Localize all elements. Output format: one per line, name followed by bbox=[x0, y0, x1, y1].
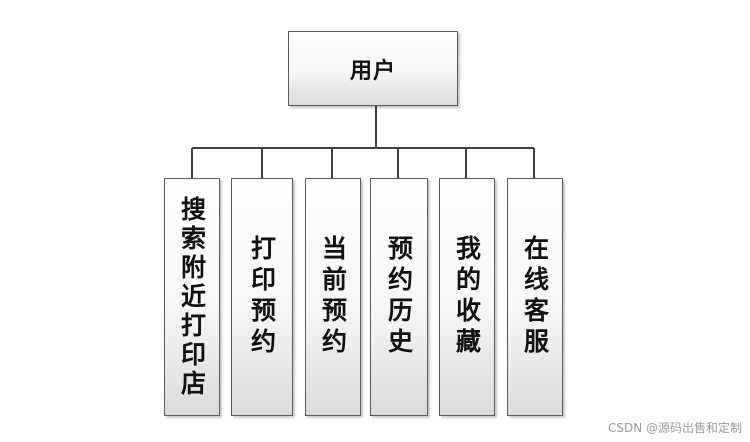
child-node-current-reservation: 当前预约 bbox=[305, 178, 361, 416]
root-node-user: 用户 bbox=[288, 31, 458, 106]
child-node-label: 当前预约 bbox=[318, 235, 348, 359]
child-node-label: 预约历史 bbox=[384, 235, 414, 359]
root-node-label: 用户 bbox=[349, 58, 396, 84]
child-node-label: 在线客服 bbox=[520, 235, 550, 359]
child-node-label: 打印预约 bbox=[247, 235, 277, 359]
child-node-search-nearby-print-shop: 搜索附近打印店 bbox=[164, 178, 220, 416]
child-node-print-reservation: 打印预约 bbox=[231, 178, 293, 416]
child-node-label: 我的收藏 bbox=[452, 235, 482, 359]
child-node-online-customer-service: 在线客服 bbox=[507, 178, 563, 416]
child-node-label: 搜索附近打印店 bbox=[177, 195, 207, 399]
watermark-text: CSDN @源码出售和定制 bbox=[607, 421, 742, 435]
child-node-reservation-history: 预约历史 bbox=[370, 178, 428, 416]
child-node-my-favorites: 我的收藏 bbox=[439, 178, 495, 416]
